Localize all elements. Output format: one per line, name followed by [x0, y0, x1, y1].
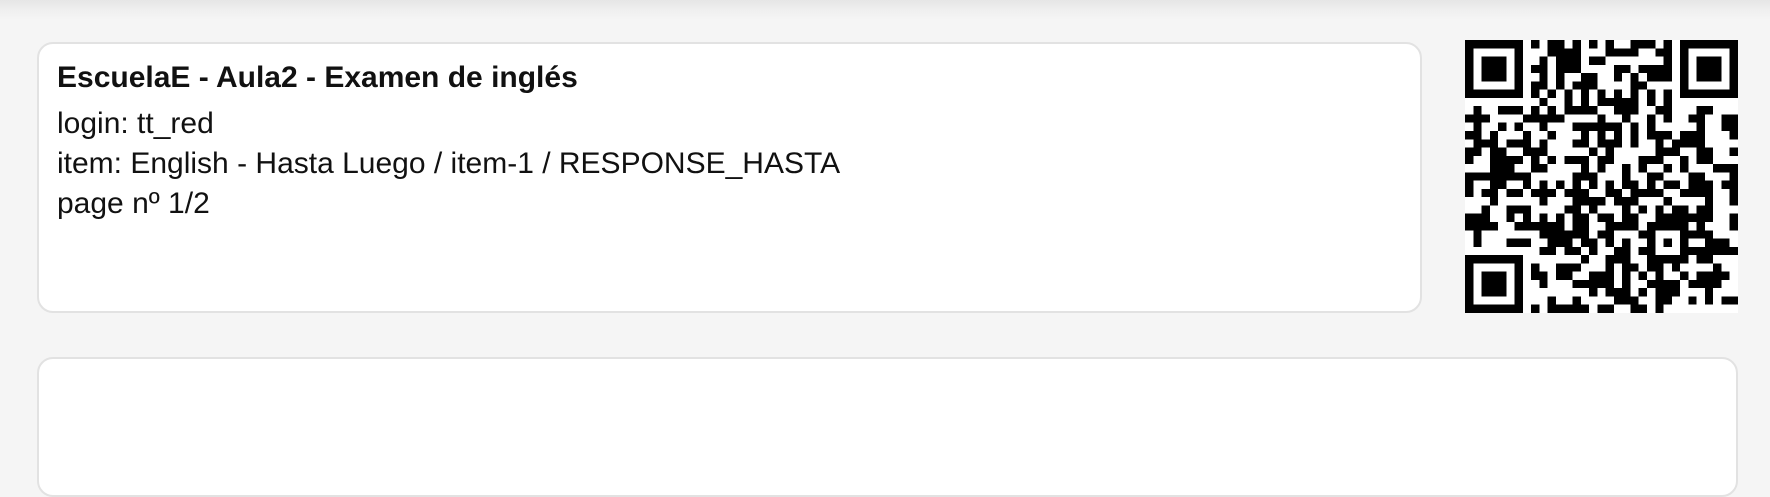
login-line: login: tt_red — [57, 107, 214, 140]
page-number-line: page nº 1/2 — [57, 187, 210, 220]
sheet-header-card: EscuelaE - Aula2 - Examen de inglés logi… — [37, 42, 1422, 313]
qr-code-icon — [1465, 40, 1738, 313]
exam-title: EscuelaE - Aula2 - Examen de inglés — [57, 61, 578, 94]
qr-code-graphic — [1465, 40, 1738, 313]
top-shadow — [0, 0, 1770, 20]
item-line: item: English - Hasta Luego / item-1 / R… — [57, 147, 841, 180]
response-area-card — [37, 357, 1738, 497]
